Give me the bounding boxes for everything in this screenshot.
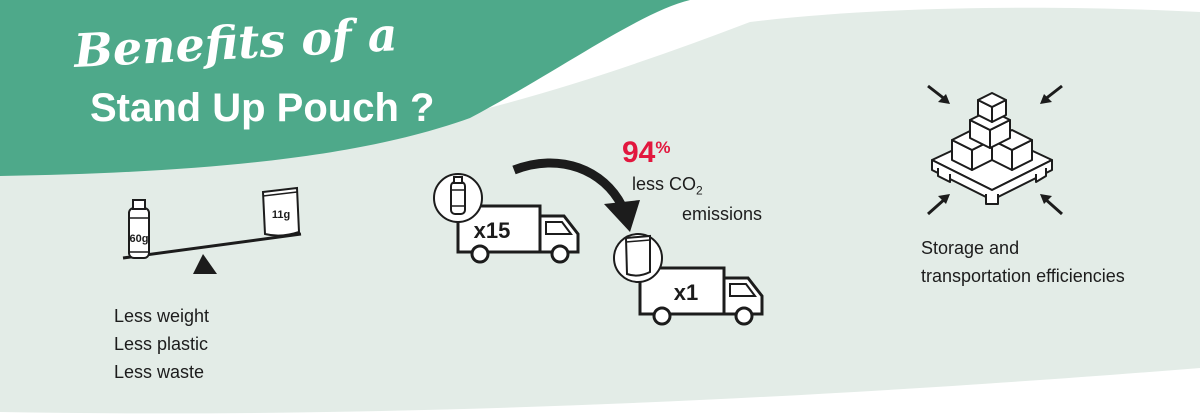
co2-percent: 94% [622,136,671,170]
bottle-truck-count: x15 [474,218,511,243]
co2-percent-sign: % [655,138,671,157]
pouch-truck-count: x1 [674,280,698,305]
co2-percent-value: 94 [622,136,656,169]
benefit-less-weight: Less weight [114,306,210,326]
bottle-weight-label: 60g [130,233,149,245]
compress-arrow-icon [927,84,1063,216]
co2-text: less CO [632,174,697,194]
green-header-band [0,0,690,176]
seesaw-icon [122,232,302,274]
benefit-less-waste: Less waste [114,362,205,382]
pallet-boxes-icon [931,92,1053,205]
bottle-truck-illustration: x15 [433,173,580,264]
benefit-less-plastic: Less plastic [114,334,209,354]
curved-arrow-icon [512,158,640,232]
pouch-icon: 11g [261,186,301,237]
bottle-icon: 60g [128,199,150,259]
co2-emissions: emissions [682,204,763,224]
storage-caption-line1: Storage and [921,238,1020,258]
pouch-weight-label: 11g [272,209,290,221]
page-title: Stand Up Pouch ? [90,86,435,130]
co2-line: less CO2 [632,174,703,198]
weight-illustration: 60g 11g [122,186,302,274]
storage-caption: Storage and transportation efficiencies [921,234,1125,290]
storage-caption-line2: transportation efficiencies [921,266,1125,286]
mint-panel [0,7,1200,414]
pouch-icon [613,233,663,283]
storage-illustration [927,84,1063,216]
pouch-truck-illustration: x1 [613,233,764,326]
co2-subscript: 2 [696,183,703,198]
truck-icon [638,266,764,326]
benefits-list: Less weight Less plastic Less waste [114,302,209,386]
bottle-icon [433,173,483,223]
